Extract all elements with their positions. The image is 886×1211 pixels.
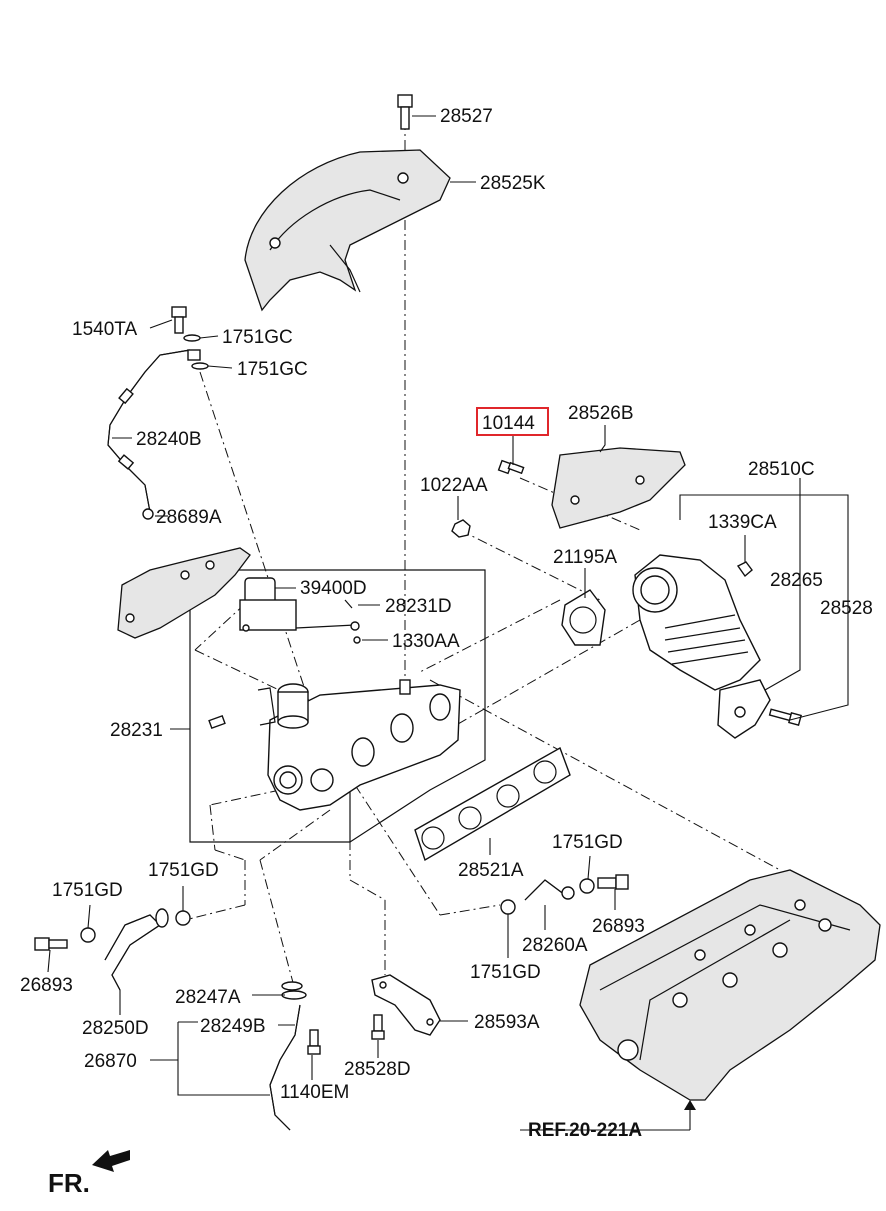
turbo-manifold-assembly[interactable]	[208, 679, 461, 811]
wastegate-actuator[interactable]	[239, 577, 360, 632]
label-28528[interactable]: 28528	[820, 598, 873, 619]
bolt-1540TA[interactable]	[171, 306, 187, 334]
heat-protector-converter[interactable]	[551, 447, 686, 529]
catalytic-converter[interactable]	[632, 554, 761, 691]
label-1339CA[interactable]: 1339CA	[708, 512, 777, 533]
heat-protector-upper[interactable]	[244, 149, 451, 312]
bolt-28528D[interactable]	[371, 1014, 385, 1040]
label-28231[interactable]: 28231	[110, 720, 163, 741]
bolt-28528[interactable]	[768, 708, 802, 726]
label-28231D[interactable]: 28231D	[385, 596, 452, 617]
clip-28231D[interactable]	[344, 599, 353, 609]
gasket-1751GD-center[interactable]	[175, 910, 191, 926]
bolt-26893-right[interactable]	[597, 874, 629, 890]
nut-1022AA[interactable]	[451, 519, 471, 538]
bolt-10144[interactable]	[497, 459, 525, 475]
label-1751GD-lower[interactable]: 1751GD	[470, 962, 541, 983]
label-26893-left[interactable]: 26893	[20, 975, 73, 996]
label-28240B[interactable]: 28240B	[136, 429, 202, 450]
label-1751GD-right[interactable]: 1751GD	[552, 832, 623, 853]
label-1540TA[interactable]: 1540TA	[72, 319, 137, 340]
bolt-1140EM[interactable]	[307, 1029, 321, 1055]
label-39400D[interactable]: 39400D	[300, 578, 367, 599]
oil-feed-pipe[interactable]	[107, 349, 191, 520]
gasket-1751GD-left[interactable]	[80, 927, 96, 943]
label-1751GD-left[interactable]: 1751GD	[52, 880, 123, 901]
bracket-28593A[interactable]	[371, 974, 441, 1036]
turbo-heat-shield[interactable]	[117, 547, 251, 639]
water-hose-28250D[interactable]	[104, 908, 169, 991]
highlight-box-10144	[476, 407, 549, 436]
label-10144[interactable]: 10144	[482, 413, 535, 434]
label-ref-20-221A[interactable]: REF.20-221A	[528, 1120, 642, 1141]
label-28510C[interactable]: 28510C	[748, 459, 815, 480]
oil-return-pipe[interactable]	[269, 981, 307, 1131]
label-1022AA[interactable]: 1022AA	[420, 475, 488, 496]
gasket-1751GC-upper[interactable]	[183, 334, 201, 342]
label-21195A[interactable]: 21195A	[553, 547, 617, 568]
group-frame-left	[189, 570, 351, 843]
banjo-fitting	[187, 349, 201, 361]
label-28528D[interactable]: 28528D	[344, 1059, 411, 1080]
nut-1330AA[interactable]	[353, 636, 361, 644]
label-28249B[interactable]: 28249B	[200, 1016, 266, 1037]
label-28689A[interactable]: 28689A	[156, 507, 222, 528]
label-1751GC-lower[interactable]: 1751GC	[237, 359, 308, 380]
label-28525K[interactable]: 28525K	[480, 173, 546, 194]
converter-gasket[interactable]	[561, 589, 606, 646]
manifold-gasket[interactable]	[414, 746, 571, 862]
label-1751GC-upper[interactable]: 1751GC	[222, 327, 293, 348]
bolt-28527[interactable]	[397, 94, 413, 130]
gasket-1751GD-right[interactable]	[579, 878, 595, 894]
label-1140EM[interactable]: 1140EM	[280, 1082, 349, 1103]
gasket-1751GD-lower[interactable]	[500, 899, 516, 915]
gasket-1751GC-lower[interactable]	[191, 362, 209, 370]
front-direction-arrow	[92, 1150, 130, 1172]
label-leader-lines	[47, 115, 849, 1131]
label-28527[interactable]: 28527	[440, 106, 493, 127]
label-28526B[interactable]: 28526B	[568, 403, 634, 424]
label-28260A[interactable]: 28260A	[522, 935, 588, 956]
label-1751GD-center[interactable]: 1751GD	[148, 860, 219, 881]
label-26893-right[interactable]: 26893	[592, 916, 645, 937]
group-frame-right	[300, 569, 486, 843]
label-28593A[interactable]: 28593A	[474, 1012, 540, 1033]
label-26870[interactable]: 26870	[84, 1051, 137, 1072]
label-1330AA[interactable]: 1330AA	[392, 631, 460, 652]
bolt-26893-left[interactable]	[34, 937, 68, 951]
label-28521A[interactable]: 28521A	[458, 860, 524, 881]
water-pipe-28260A[interactable]	[524, 879, 575, 901]
label-28250D[interactable]: 28250D	[82, 1018, 149, 1039]
part-labels: 28527 28525K 1540TA 1751GC 1751GC 28240B…	[20, 106, 873, 1198]
ref-arrow	[684, 1100, 696, 1110]
label-28247A[interactable]: 28247A	[175, 987, 241, 1008]
cylinder-head-reference[interactable]	[579, 869, 881, 1101]
label-front: FR.	[48, 1168, 90, 1198]
label-28265[interactable]: 28265	[770, 570, 823, 591]
bracket-28265[interactable]	[717, 679, 771, 739]
